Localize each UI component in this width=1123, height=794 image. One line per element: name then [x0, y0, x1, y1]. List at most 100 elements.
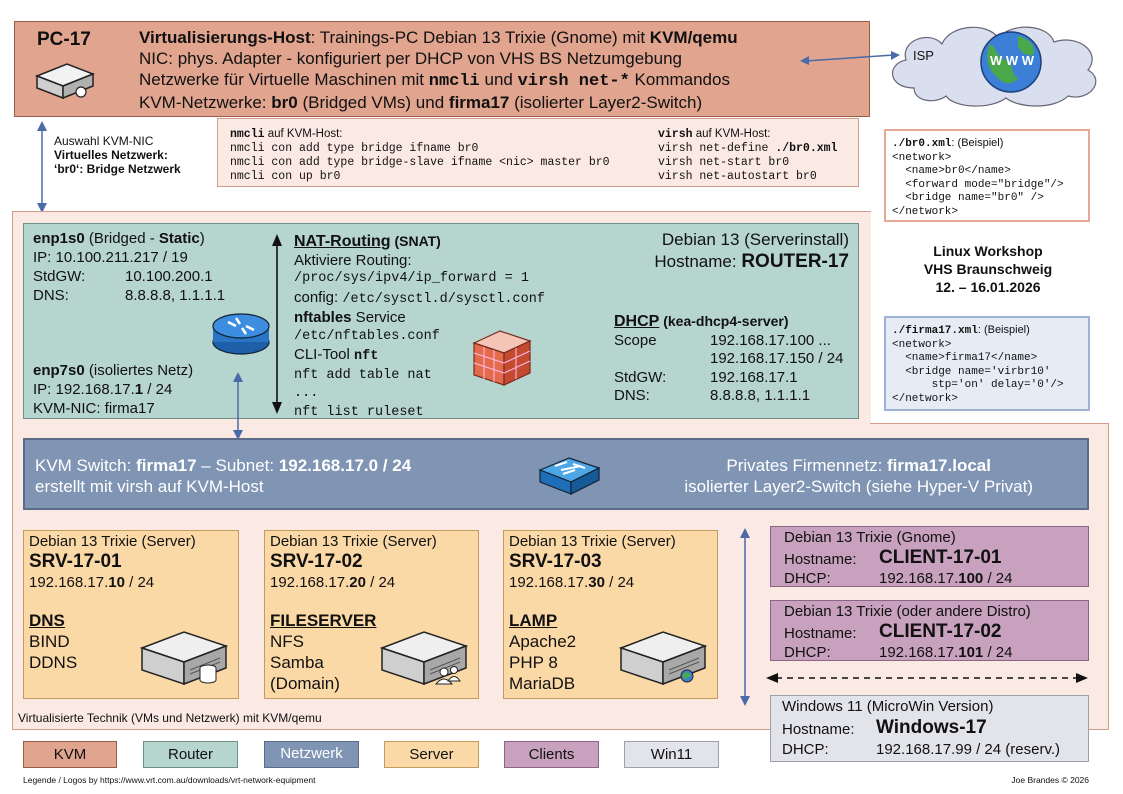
server-ip-a: 192.168.17. — [270, 574, 350, 591]
br0-xml-line-3: <forward mode="bridge"/> — [892, 178, 1064, 191]
server-box-srv-17-02: Debian 13 Trixie (Server) SRV-17-02 192.… — [264, 530, 479, 699]
server-role: FILESERVER — [270, 611, 377, 630]
client-dhcp-label: DHCP: — [784, 570, 831, 587]
switch-r1-b: firma17.local — [887, 456, 991, 475]
enp1s0-ip: 10.100.211.217 / 19 — [55, 249, 188, 266]
client-ip-c: / 24 — [983, 570, 1013, 587]
nat-line-7: nft add table nat — [294, 367, 432, 383]
server-role: DNS — [29, 611, 65, 630]
virsh-define-file: ./br0.xml — [775, 142, 838, 155]
kvm-nic-line1: Auswahl KVM-NIC — [54, 134, 154, 148]
server-ip-c: / 24 — [365, 574, 396, 591]
isp-cloud-icon — [891, 26, 1097, 107]
enp1s0-ip-label: IP: — [33, 249, 52, 266]
enp1s0-block: enp1s0 (Bridged - Static) IP: 10.100.211… — [33, 229, 225, 305]
client-ip-b: 100 — [958, 570, 984, 587]
client-os: Debian 13 Trixie (oder andere Distro) — [784, 603, 1031, 620]
nat-line-4-a: nftables — [294, 309, 352, 326]
server-role-block: DNS BIND DDNS — [29, 610, 77, 673]
pc-line1-kvm: KVM/qemu — [649, 28, 738, 47]
server-role-block: LAMP Apache2 PHP 8 MariaDB — [509, 610, 576, 694]
dhcp-scope-2: 192.168.17.150 / 24 — [710, 350, 844, 367]
enp1s0-close: ) — [199, 230, 205, 247]
pc-line4-c: (isolierter Layer2-Switch) — [509, 93, 703, 112]
server-name: SRV-17-03 — [509, 551, 602, 572]
pc-line3-nmcli: nmcli — [428, 72, 480, 91]
legend-win11: Win11 — [624, 741, 719, 768]
virsh-line-3: virsh net-autostart br0 — [658, 170, 817, 183]
enp7s0-ip-a: 192.168.17. — [55, 381, 135, 398]
virtualization-area-edge — [870, 423, 1109, 424]
client-ip-a: 192.168.17. — [879, 644, 959, 661]
firma17-xml-title-file: ./firma17.xml — [892, 325, 978, 337]
footer-left: Legende / Logos by https://www.vrt.com.a… — [23, 775, 316, 785]
www-label: W W W — [989, 53, 1035, 68]
footer-right: Joe Brandes © 2026 — [1011, 775, 1089, 785]
switch-l1-c: – Subnet: — [196, 456, 279, 475]
legend-netzwerk: Netzwerk — [264, 741, 359, 768]
client-ip-c: / 24 — [983, 644, 1013, 661]
client-hostname: CLIENT-17-01 — [879, 547, 1002, 568]
nat-block: NAT-Routing (SNAT) Aktiviere Routing: /p… — [294, 232, 545, 422]
nat-line-6-a: CLI-Tool — [294, 346, 355, 363]
server-ip-b: 10 — [108, 574, 125, 591]
dhcp-dns-label: DNS: — [614, 387, 650, 404]
win-hostname: Windows-17 — [876, 717, 987, 738]
server-ip-c: / 24 — [604, 574, 635, 591]
client-dhcp-ip: 192.168.17.100 / 24 — [879, 570, 1012, 587]
server-service-3: (Domain) — [270, 674, 340, 693]
dhcp-title-server: (kea-dhcp4-server) — [659, 313, 789, 329]
pc-line3-a: Netzwerke für Virtuelle Maschinen mit — [139, 70, 429, 89]
routing-arrow — [272, 234, 282, 414]
firma17-xml-line-2: <name>firma17</name> — [892, 352, 1038, 364]
firma17-xml-line-4: stp='on' delay='0'/> — [892, 379, 1064, 391]
enp7s0-mode: (isoliertes Netz) — [84, 362, 194, 379]
enp1s0-static: Static — [158, 230, 200, 247]
win-dhcp-ip: 192.168.17.99 / 24 (reserv.) — [876, 741, 1060, 758]
client-dhcp-label: DHCP: — [784, 644, 831, 661]
switch-l1-a: KVM Switch: — [35, 456, 137, 475]
win-os: Windows 11 (MicroWin Version) — [782, 698, 994, 715]
virsh-title-text: auf KVM-Host: — [692, 128, 771, 140]
server-service-3: MariaDB — [509, 674, 576, 693]
pc-line4-br0: br0 — [271, 93, 298, 112]
server-service-1: NFS — [270, 632, 304, 651]
enp1s0-gw: 10.100.200.1 — [125, 268, 213, 285]
client-ip-b: 101 — [958, 644, 984, 661]
nat-title: NAT-Routing — [294, 233, 391, 250]
pc-line3-b: und — [479, 70, 518, 89]
kvm-nic-line2: Virtuelles Netzwerk: — [54, 148, 168, 162]
dhcp-gw-label: StdGW: — [614, 368, 667, 386]
client-hostname-label: Hostname: — [784, 625, 857, 642]
client-hostname-label: Hostname: — [784, 551, 857, 568]
nat-line-6-b: nft — [354, 349, 379, 364]
enp1s0-mode: (Bridged - — [84, 230, 159, 247]
nat-title-snat: (SNAT) — [390, 233, 441, 249]
virsh-block: virsh auf KVM-Host: virsh net-define ./b… — [658, 127, 837, 184]
win-dhcp-label: DHCP: — [782, 741, 829, 758]
enp1s0-name: enp1s0 — [33, 230, 85, 247]
win-hostname-label: Hostname: — [782, 721, 855, 738]
pc-line4-b: (Bridged VMs) und — [297, 93, 449, 112]
nat-line-3-a: config: — [294, 288, 343, 306]
server-os: Debian 13 Trixie (Server) — [29, 533, 196, 550]
dhcp-dns: 8.8.8.8, 1.1.1.1 — [710, 387, 811, 404]
server-service-2: DDNS — [29, 653, 78, 672]
server-ip-b: 30 — [588, 574, 605, 591]
legend-clients: Clients — [504, 741, 599, 768]
switch-l1-b: firma17 — [136, 456, 197, 475]
commands-box: nmcli auf KVM-Host: nmcli con add type b… — [217, 118, 859, 187]
firma17-xml-line-3: <bridge name='virbr10' — [892, 365, 1051, 378]
nmcli-title-text: auf KVM-Host: — [264, 128, 343, 140]
server-box-srv-17-03: Debian 13 Trixie (Server) SRV-17-03 192.… — [503, 530, 718, 699]
switch-l1-d: 192.168.17.0 / 24 — [278, 456, 412, 475]
virtualization-caption: Virtualisierte Technik (VMs und Netzwerk… — [18, 711, 322, 725]
pc-line3-c: Kommandos — [629, 70, 730, 89]
server-name: SRV-17-01 — [29, 551, 122, 572]
enp7s0-ip-c: / 24 — [143, 381, 173, 398]
switch-icon — [538, 457, 601, 495]
server-role-block: FILESERVER NFS Samba (Domain) — [270, 610, 376, 694]
nat-line-9: nft list ruleset — [294, 404, 424, 420]
client-os: Debian 13 Trixie (Gnome) — [784, 529, 956, 546]
